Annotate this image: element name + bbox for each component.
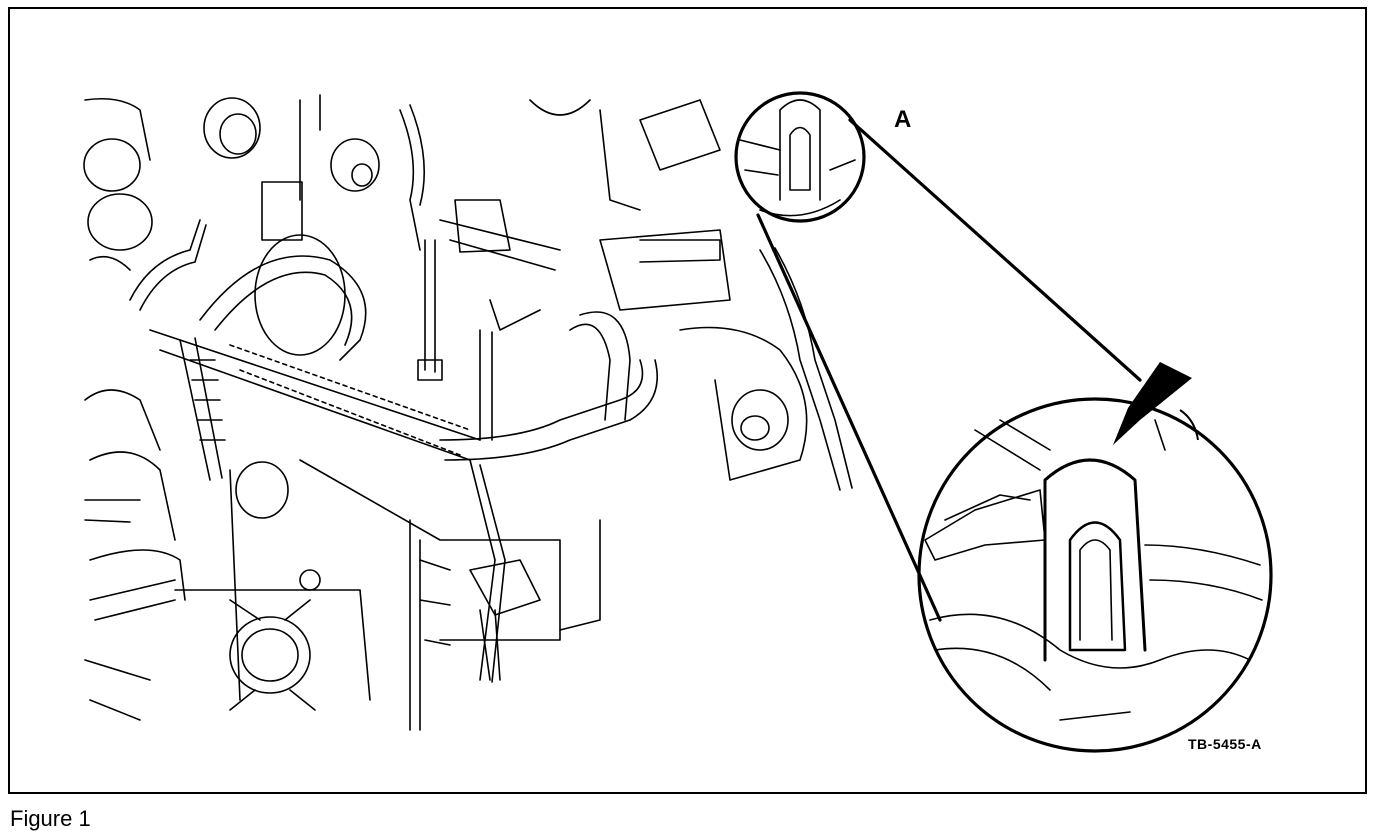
figure-frame — [8, 7, 1367, 794]
reference-code: TB-5455-A — [1188, 736, 1262, 752]
small-clip-detail — [739, 99, 856, 217]
figure-caption: Figure 1 — [10, 806, 91, 831]
pointer-arrow — [1113, 362, 1199, 445]
engine-linework — [83, 94, 853, 731]
magnified-clip-detail — [924, 419, 1263, 721]
callout-label: A — [894, 106, 912, 133]
callout-lines — [734, 91, 1273, 753]
